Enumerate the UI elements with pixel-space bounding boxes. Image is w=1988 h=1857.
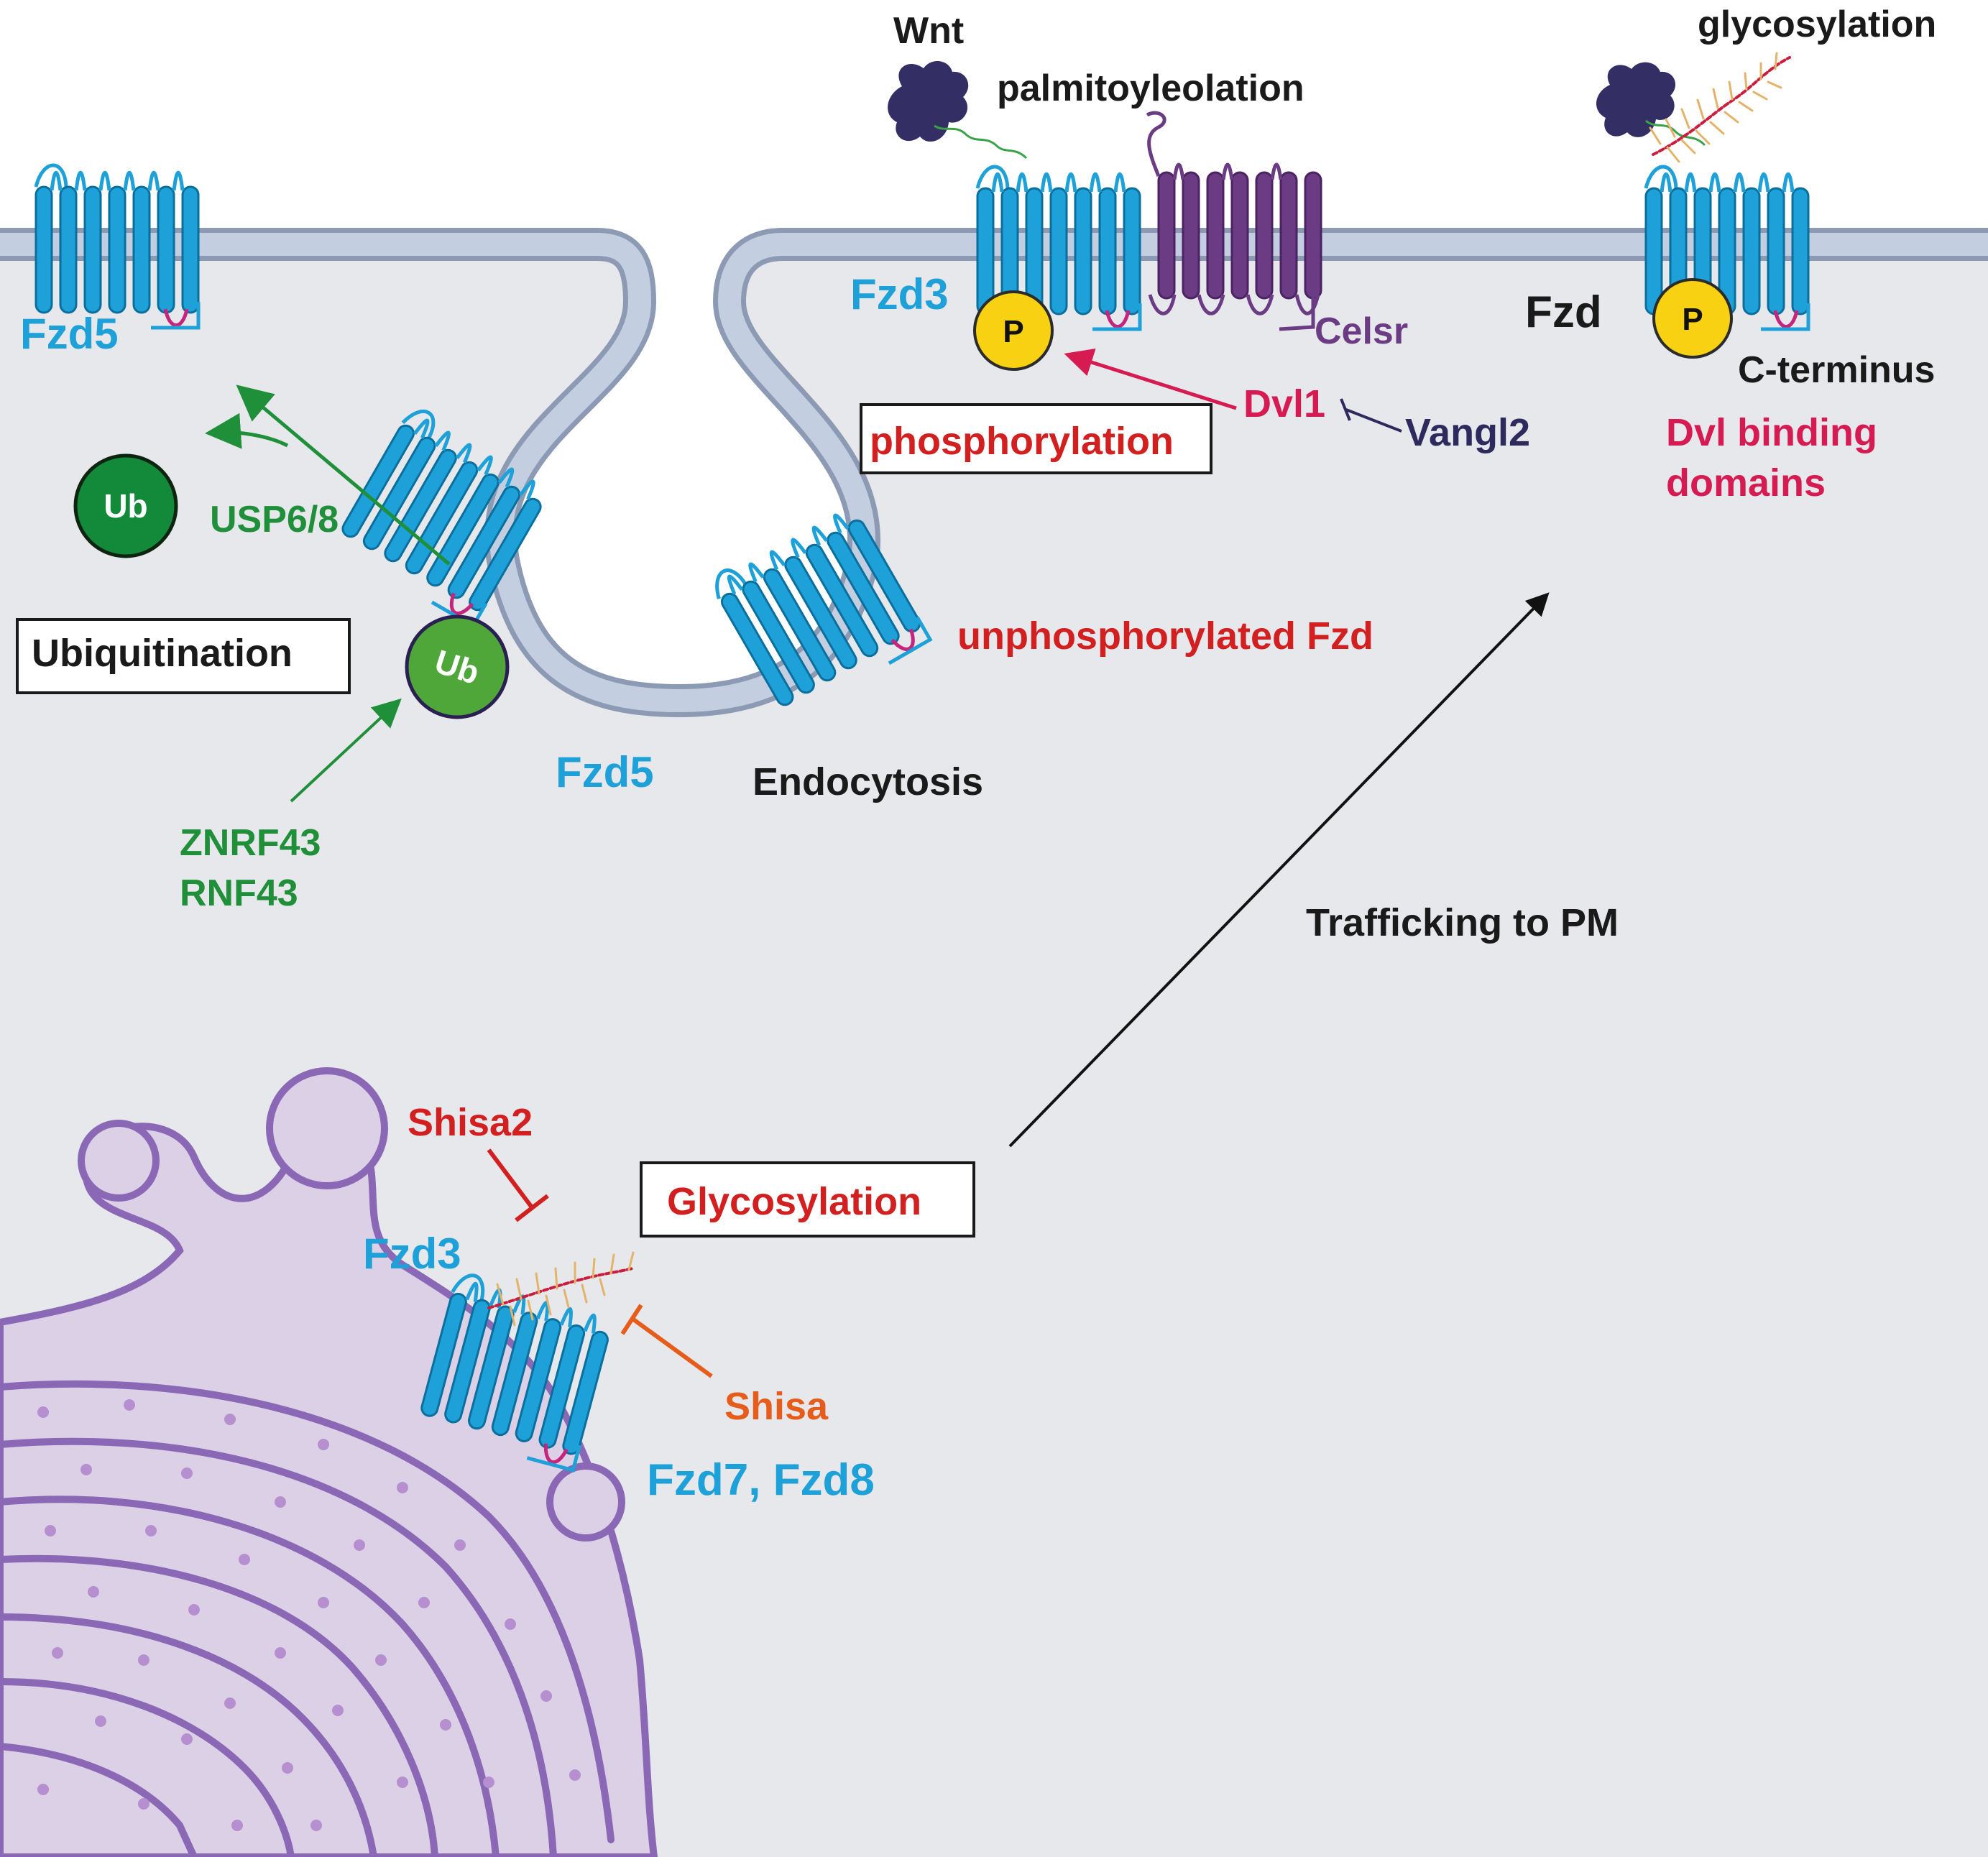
ubiquitin-icon: Ub [73,453,178,558]
phosphorylation-label: phosphorylation [870,420,1174,463]
unphosphorylated-fzd-label: unphosphorylated Fzd [957,614,1373,658]
glycosylation-top-label: glycosylation [1698,4,1936,45]
dvl1-label: Dvl1 [1243,382,1325,425]
wnt-ligand-icon [1596,62,1706,147]
ub-free-label: Ub [103,487,147,525]
phosphorylation-box [860,403,1212,474]
znrf43-label: ZNRF43 [180,822,321,864]
rnf43-label: RNF43 [180,872,298,914]
celsr-icon [1146,111,1322,331]
fzd5-receptor-top [36,165,198,328]
shisa2-inhibition [487,1148,549,1222]
glycosylation-label: Glycosylation [667,1180,921,1223]
glycan-chain-icon [487,1251,635,1327]
ubiquitination-box [16,618,351,694]
phosphate-icon: P [1652,278,1733,359]
dvl1-arrow [1064,349,1237,410]
wnt-ligand-icon [888,60,1028,160]
fzd5-top-label: Fzd5 [20,310,119,358]
dvl-binding-label-1: Dvl binding [1666,411,1877,454]
fzd5-endocytic-label: Fzd5 [556,748,654,796]
trafficking-arrow [1008,592,1550,1148]
znrf43-arrow [290,698,402,803]
ubiquitination-label: Ubiquitination [32,632,293,675]
shisa-inhibition [620,1304,713,1378]
fzd3-golgi-label: Fzd3 [363,1230,461,1278]
dvl-binding-label-2: domains [1666,461,1826,504]
endocytosis-label: Endocytosis [753,760,983,803]
usp-arrows [205,384,451,566]
phosphate-label: P [1682,302,1703,337]
phosphate-icon: P [973,290,1054,371]
vangl2-label: Vangl2 [1405,411,1530,454]
shisa-label: Shisa [724,1385,829,1428]
usp-label: USP6/8 [210,499,339,540]
phosphate-label: P [1003,314,1023,349]
celsr-label: Celsr [1315,310,1408,352]
vangl2-inhibition [1340,398,1402,433]
trafficking-label: Trafficking to PM [1306,901,1619,944]
glycan-chain-icon [1649,52,1791,163]
golgi-icon [0,1117,658,1857]
ubiquitin-icon: Ub [405,614,510,719]
fzd7-fzd8-label: Fzd7, Fzd8 [647,1455,875,1505]
vesicle-icon [78,1067,625,1542]
fzd3-membrane-label: Fzd3 [850,270,949,318]
glycosylation-box [640,1161,975,1238]
fzd-right-label: Fzd [1525,287,1602,337]
shisa2-label: Shisa2 [408,1101,533,1144]
plasma-membrane-core [0,233,1988,712]
palmitoylation-label: palmitoyleolation [997,68,1304,109]
c-terminus-label: C-terminus [1738,349,1935,391]
wnt-label: Wnt [893,10,964,52]
